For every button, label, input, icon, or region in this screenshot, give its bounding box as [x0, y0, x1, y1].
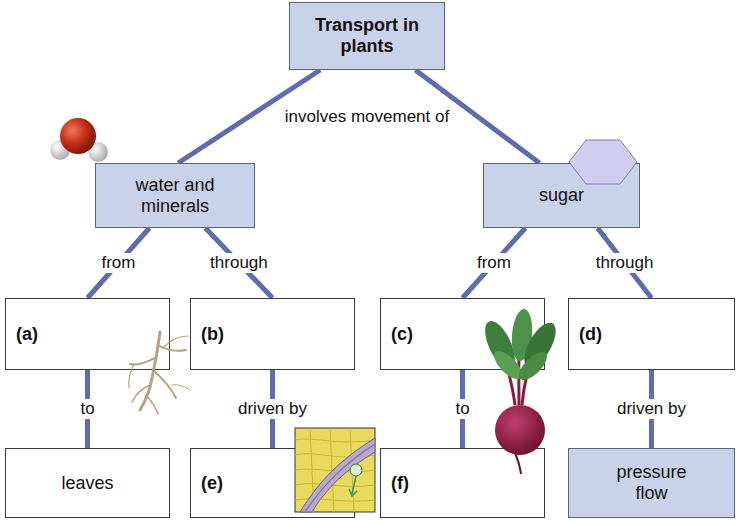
blank-box: (c) [380, 298, 545, 370]
blank-box: (b) [190, 298, 355, 370]
blank-box: (d) [568, 298, 735, 370]
link-phrase: driven by [613, 399, 690, 419]
box-text: Transport in plants [302, 15, 432, 57]
link-phrase: from [97, 253, 139, 273]
box-letter: (c) [391, 324, 413, 345]
link-phrase: driven by [234, 399, 311, 419]
connector-line [205, 228, 272, 298]
link-phrase: from [473, 253, 515, 273]
box-text: pressure flow [607, 462, 697, 504]
link-phrase: through [206, 253, 272, 273]
box-text: sugar [539, 185, 584, 206]
link-phrase: to [451, 399, 473, 419]
concept-box: pressure flow [568, 448, 735, 518]
box-letter: (e) [201, 473, 223, 494]
link-phrase: through [592, 253, 658, 273]
topic-box: Transport in plants [289, 2, 445, 70]
concept-box: leaves [5, 448, 170, 518]
connector-line [88, 228, 150, 298]
link-phrase: involves movement of [281, 107, 453, 127]
blank-box: (e) [190, 448, 355, 518]
blank-box: (f) [380, 448, 545, 518]
box-letter: (b) [201, 324, 224, 345]
box-letter: (a) [16, 324, 38, 345]
water-molecule [50, 118, 108, 162]
box-letter: (f) [391, 473, 409, 494]
box-letter: (d) [579, 324, 602, 345]
box-text: water and minerals [125, 175, 225, 217]
connector-line [463, 228, 526, 298]
blank-box: (a) [5, 298, 170, 370]
box-text: leaves [61, 473, 113, 494]
concept-box: sugar [483, 163, 640, 228]
concept-box: water and minerals [95, 163, 255, 228]
link-phrase: to [76, 399, 98, 419]
